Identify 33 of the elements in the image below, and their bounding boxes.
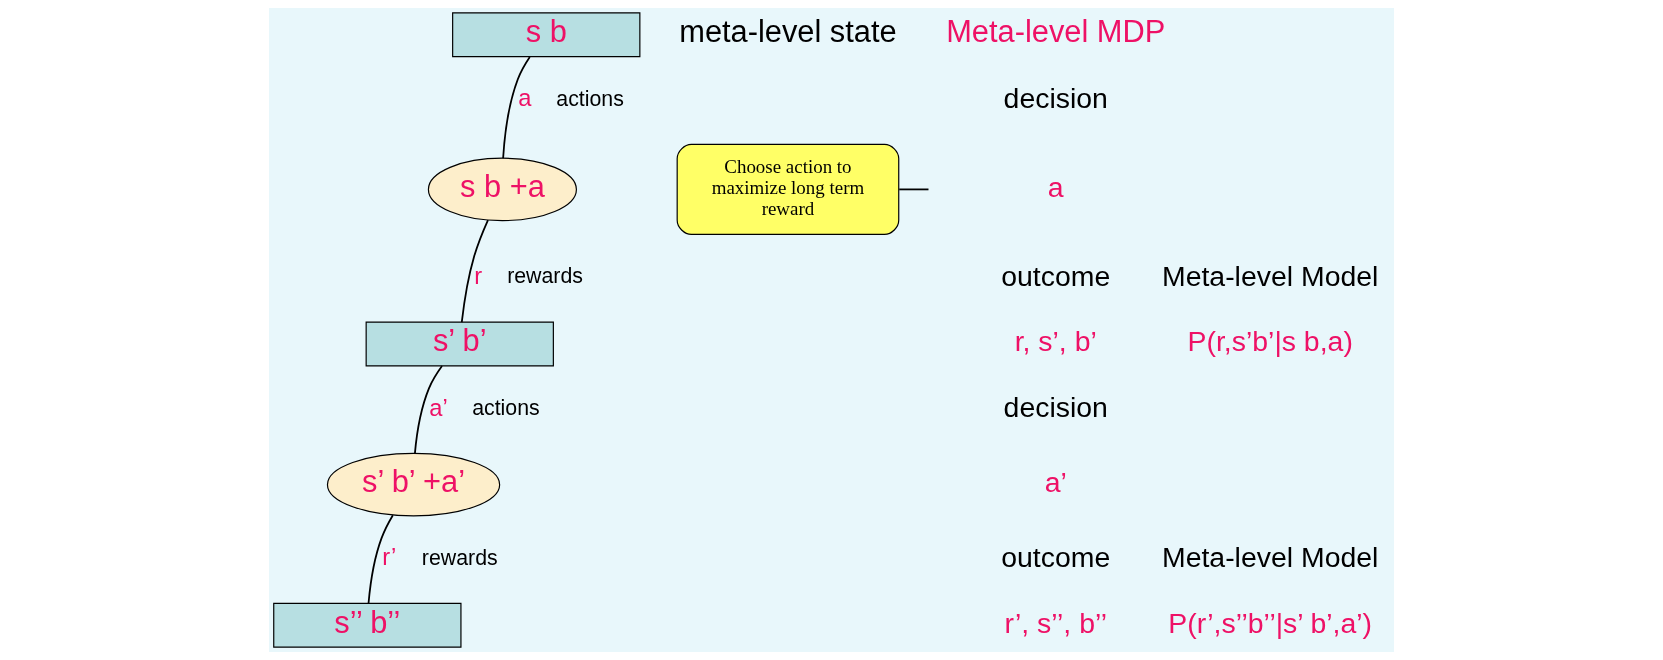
node-box: Choose action to maximize long term reward [676, 143, 900, 235]
label: actions [556, 86, 624, 111]
label: P(r,s’b’|s b,a) [1187, 325, 1353, 358]
label: rewards [421, 545, 498, 570]
connector [460, 219, 489, 323]
label: r’, s’’, b’’ [1004, 606, 1108, 639]
edge-label: a [518, 85, 532, 112]
label: outcome [1001, 540, 1111, 573]
label: a’ [1044, 465, 1067, 498]
edge-label: a’ [429, 394, 448, 421]
label: decision [1003, 81, 1108, 114]
label: a [1047, 170, 1064, 203]
label: Meta-level Model [1161, 259, 1379, 292]
label: actions [472, 395, 540, 420]
edge-label: r [474, 263, 483, 290]
label: decision [1003, 391, 1108, 424]
connector [898, 188, 930, 191]
label: meta-level state [679, 14, 897, 50]
label: Meta-level MDP [946, 14, 1166, 50]
node-box: s’’ b’’ [273, 602, 462, 648]
label: r, s’, b’ [1014, 325, 1097, 358]
connector [414, 365, 443, 455]
label: outcome [1001, 259, 1111, 292]
node-box: s’ b’ [365, 321, 554, 367]
edge-label: r’ [382, 544, 397, 571]
connector [367, 514, 394, 604]
label: P(r’,s’’b’’|s’ b’,a’) [1168, 606, 1373, 639]
label: Meta-level Model [1161, 540, 1379, 573]
node-ellipse: s b +a [427, 157, 577, 222]
node-box: s b [452, 12, 641, 58]
node-ellipse: s’ b’ +a’ [326, 452, 501, 517]
label: rewards [507, 264, 583, 289]
connector [502, 56, 531, 160]
